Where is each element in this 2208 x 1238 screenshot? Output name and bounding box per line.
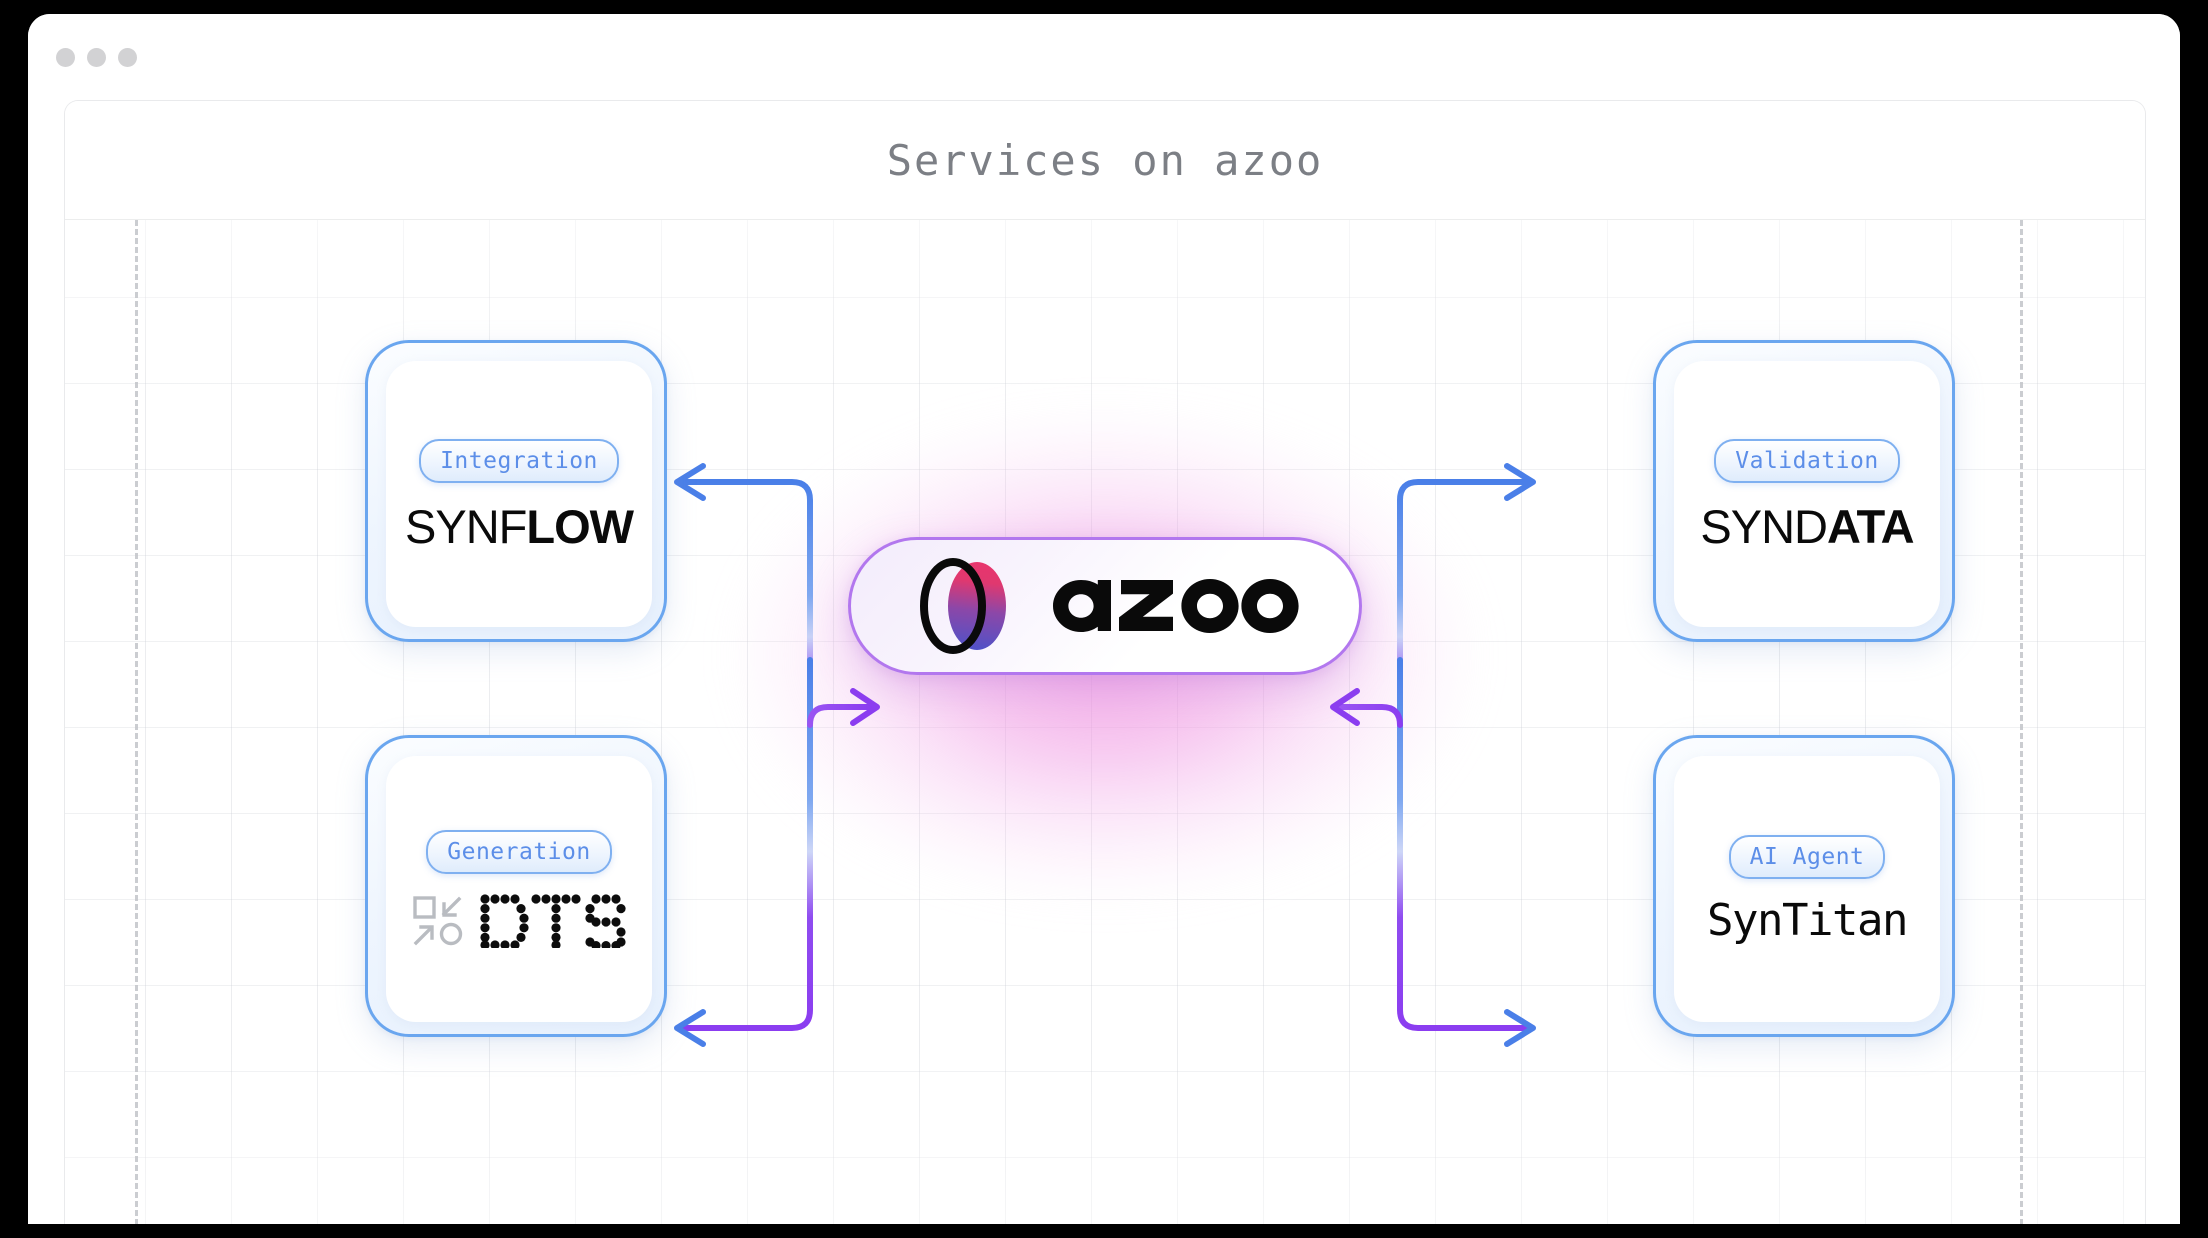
- badge-validation: Validation: [1714, 438, 1900, 483]
- service-name-syndata: SYNDATA: [1700, 499, 1915, 553]
- dashed-guide-left: [135, 220, 138, 1224]
- window-titlebar: [28, 14, 2180, 76]
- service-card-synflow[interactable]: Integration SYNFLOW: [365, 340, 667, 642]
- badge-generation: Generation: [426, 830, 612, 874]
- page-title: Services on azoo: [886, 135, 1324, 185]
- service-name-dts: [412, 894, 626, 948]
- dts-mark-icon: [413, 896, 463, 946]
- browser-window: Services on azoo: [28, 14, 2180, 1224]
- service-card-body: Integration SYNFLOW: [386, 361, 652, 627]
- service-card-dts[interactable]: Generation: [365, 735, 667, 1037]
- service-name-light: SYNF: [405, 499, 527, 553]
- service-card-body: Validation SYNDATA: [1674, 361, 1940, 627]
- azoo-wordmark: [1053, 579, 1299, 633]
- service-card-syndata[interactable]: Validation SYNDATA: [1653, 340, 1955, 642]
- close-button-dot[interactable]: [56, 48, 75, 67]
- azoo-center-node[interactable]: [848, 537, 1362, 675]
- badge-integration: Integration: [419, 438, 619, 483]
- service-name-syntitan: SynTitan: [1707, 895, 1908, 946]
- panel-header: Services on azoo: [65, 101, 2145, 220]
- minimize-button-dot[interactable]: [87, 48, 106, 67]
- badge-ai-agent: AI Agent: [1728, 835, 1886, 879]
- service-name-light: SYND: [1700, 499, 1828, 553]
- service-name-synflow: SYNFLOW: [405, 499, 634, 553]
- maximize-button-dot[interactable]: [118, 48, 137, 67]
- service-card-body: Generation: [386, 756, 652, 1022]
- dashed-guide-right: [2020, 220, 2023, 1224]
- service-card-syntitan[interactable]: AI Agent SynTitan: [1653, 735, 1955, 1037]
- service-card-body: AI Agent SynTitan: [1674, 756, 1940, 1022]
- service-name-bold: LOW: [526, 499, 634, 553]
- azoo-venn-logo-icon: [920, 558, 1006, 654]
- content-panel: Services on azoo: [64, 100, 2146, 1224]
- diagram-canvas: Integration SYNFLOW Generation: [65, 220, 2145, 1224]
- service-name-bold: ATA: [1826, 499, 1915, 553]
- dts-dotmatrix-icon: [480, 894, 626, 948]
